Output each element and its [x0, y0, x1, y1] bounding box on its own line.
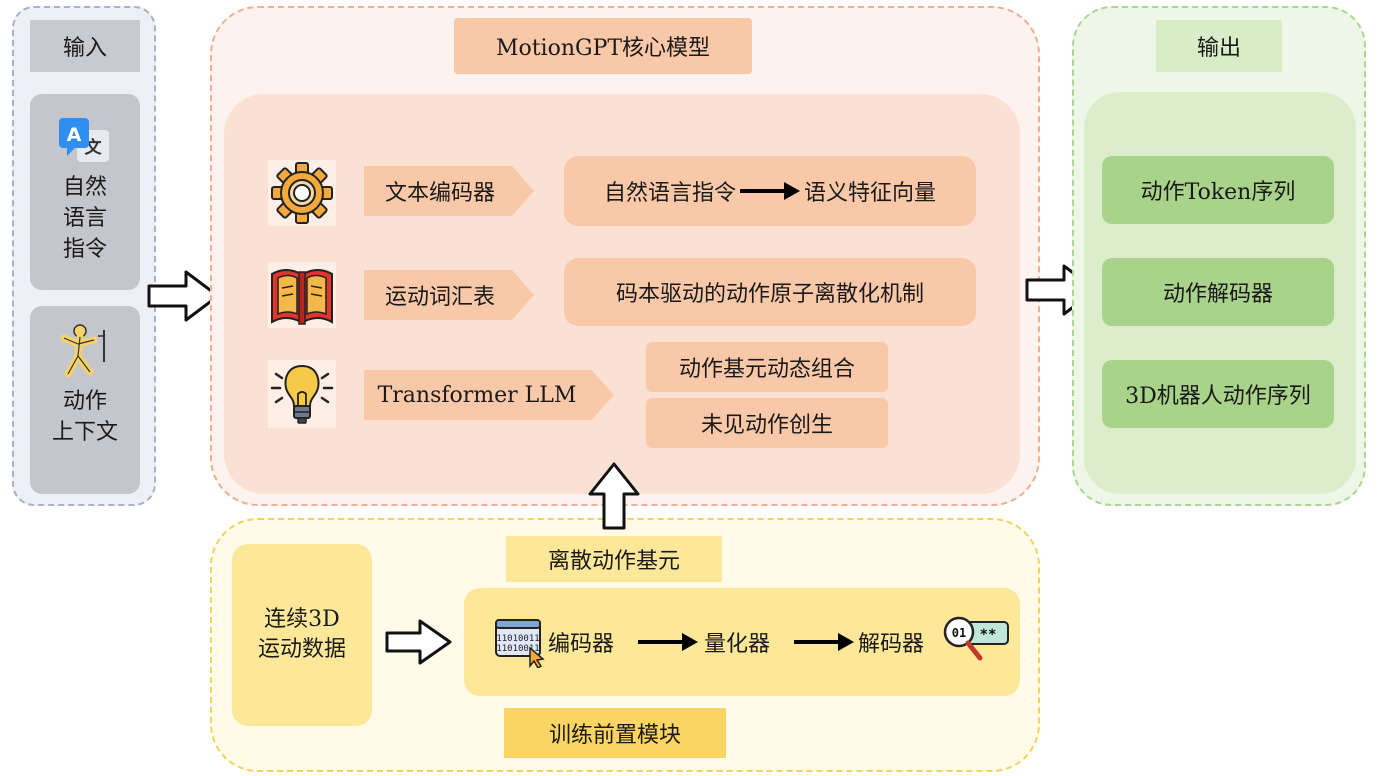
magnifier-code-icon: ** 01 — [943, 616, 1009, 661]
continuous-motion-data: 连续3D 运动数据 — [232, 544, 372, 726]
output-item: 动作Token序列 — [1102, 156, 1334, 224]
gear-icon — [271, 162, 333, 224]
input-text-card: 文 A 自然 语言 指令 — [30, 94, 140, 290]
llm-output-text-1: 动作基元动态组合 — [678, 357, 855, 382]
llm-output-text-2: 未见动作创生 — [700, 413, 833, 438]
translate-icon: 文 A — [59, 118, 109, 162]
output-item-text-2: 动作解码器 — [1162, 282, 1273, 307]
text-encoder-to: 语义特征向量 — [804, 181, 937, 206]
motion-vocab-label-text: 运动词汇表 — [384, 285, 495, 310]
arrow-right-icon — [740, 182, 800, 200]
pipeline-decoder: 解码器 — [858, 632, 925, 657]
input-text-line-3: 指令 — [62, 237, 107, 262]
input-title: 输入 — [30, 20, 140, 72]
book-icon-bg — [268, 262, 336, 328]
arrow-right-icon — [794, 633, 854, 651]
output-item: 动作解码器 — [1102, 258, 1334, 326]
gear-icon-bg — [268, 160, 336, 226]
arrow-right-icon — [638, 633, 698, 651]
training-to-core-arrow — [588, 462, 640, 530]
output-item-text-1: 动作Token序列 — [1140, 180, 1296, 205]
input-motion-line-2: 上下文 — [51, 420, 118, 445]
input-motion-line-1: 动作 — [62, 389, 107, 414]
lightbulb-icon — [270, 364, 334, 424]
binary-code-icon: 11010011 11010011 — [495, 619, 545, 668]
input-text-line-2: 语言 — [62, 206, 107, 231]
training-title: 训练前置模块 — [504, 708, 726, 758]
svg-text:**: ** — [980, 627, 997, 643]
core-model-title: MotionGPT核心模型 — [454, 18, 752, 74]
output-title: 输出 — [1156, 20, 1282, 72]
continuous-line-2: 运动数据 — [257, 637, 346, 662]
llm-output-item: 动作基元动态组合 — [646, 342, 888, 392]
llm-output-item: 未见动作创生 — [646, 398, 888, 448]
input-to-core-arrow — [147, 270, 220, 322]
lightbulb-icon-bg — [268, 360, 336, 428]
output-item-text-3: 3D机器人动作序列 — [1125, 384, 1311, 409]
book-icon — [271, 269, 333, 325]
motion-vocab-desc: 码本驱动的动作原子离散化机制 — [615, 282, 924, 307]
svg-text:11010011: 11010011 — [496, 644, 539, 654]
text-encoder-label-text: 文本编码器 — [384, 181, 495, 206]
vq-pipeline: 11010011 11010011 编码器 量化器 解码器 ** 01 — [464, 588, 1020, 696]
svg-text:A: A — [67, 124, 82, 146]
pipeline-quantizer: 量化器 — [704, 632, 771, 657]
discrete-primitives: 离散动作基元 — [506, 536, 722, 582]
text-encoder-result: 自然语言指令 语义特征向量 — [564, 156, 976, 226]
figure-icon — [60, 324, 105, 378]
input-text-line-1: 自然 — [62, 175, 107, 200]
motion-vocab-result: 码本驱动的动作原子离散化机制 — [564, 258, 976, 326]
motion-vocab-label: 运动词汇表 — [364, 270, 534, 320]
svg-text:01: 01 — [952, 626, 966, 640]
input-motion-card: 动作 上下文 — [30, 306, 140, 494]
data-to-pipeline-arrow — [385, 619, 452, 665]
transformer-llm-label-text: Transformer LLM — [377, 382, 577, 408]
pipeline-encoder: 编码器 — [548, 632, 615, 657]
transformer-llm-label: Transformer LLM — [364, 370, 614, 420]
text-encoder-label: 文本编码器 — [364, 166, 534, 216]
continuous-line-1: 连续3D — [264, 607, 340, 632]
svg-text:11010011: 11010011 — [496, 634, 539, 644]
output-item: 3D机器人动作序列 — [1102, 360, 1334, 428]
text-encoder-from: 自然语言指令 — [603, 181, 736, 206]
